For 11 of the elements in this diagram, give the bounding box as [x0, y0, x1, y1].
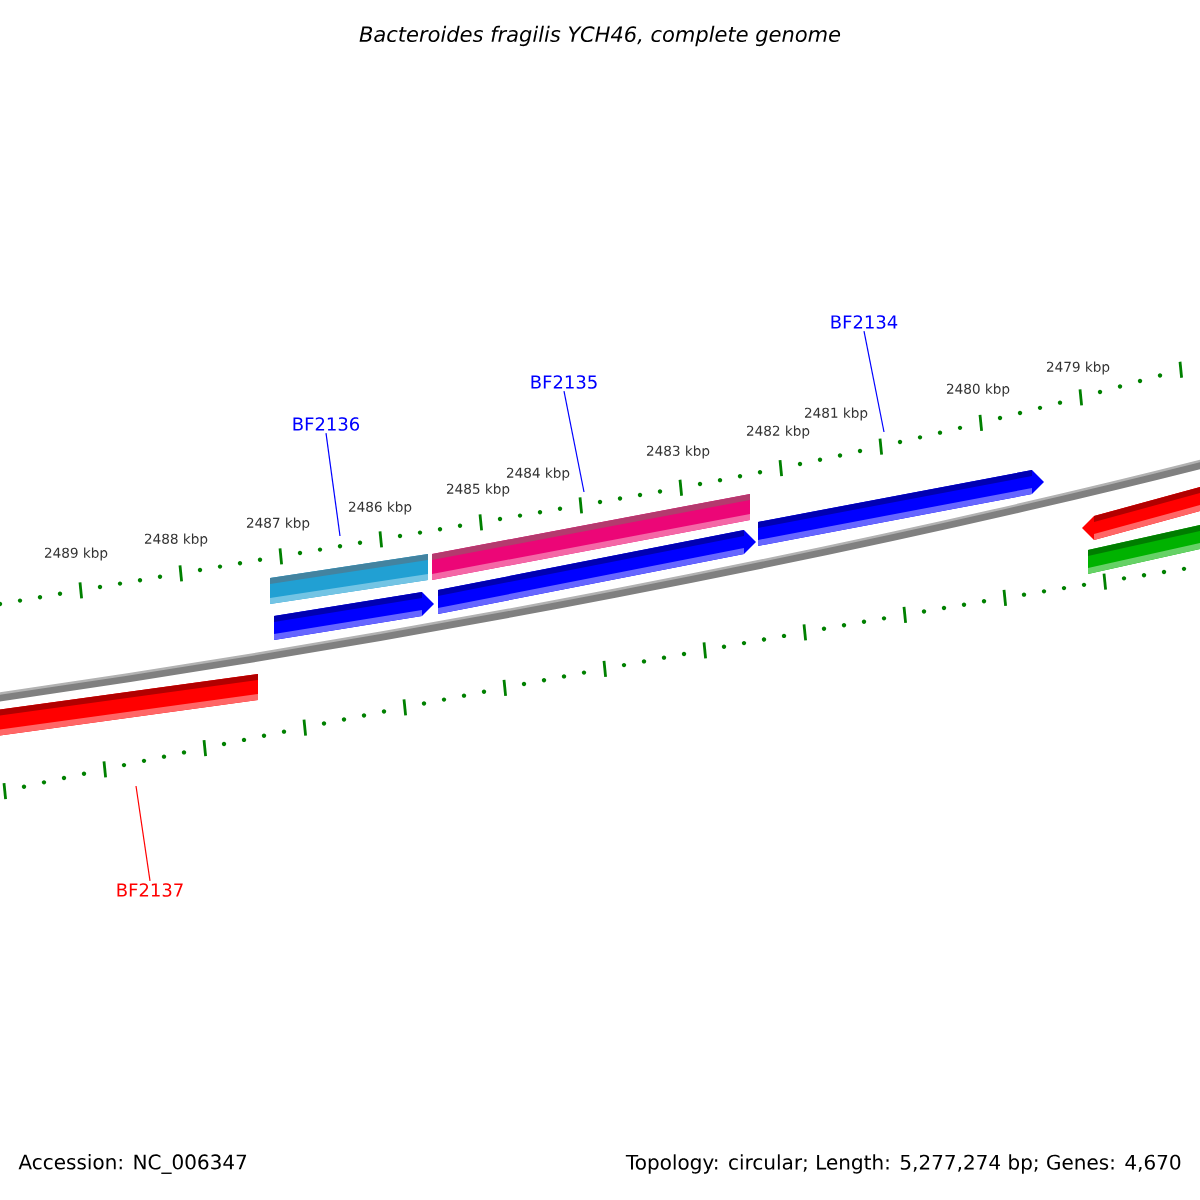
gene-label: BF2136: [293, 417, 360, 431]
leader-line: [325, 432, 341, 537]
leader-line: [863, 330, 885, 433]
title: Bacteroides fragilis YCH46, complete genome: [359, 25, 841, 47]
gene-label: BF2137: [117, 883, 183, 897]
gene-label: BF2135: [531, 375, 597, 389]
gene-label: BF2134: [831, 315, 898, 329]
accession-text: Accession: NC_006347: [18, 1154, 247, 1174]
genome-info-text: Topology: circular; Length: 5,277,274 bp; Genes: 4,670: [625, 1154, 1181, 1174]
leader-line: [135, 785, 151, 882]
leader-line: [563, 390, 585, 493]
